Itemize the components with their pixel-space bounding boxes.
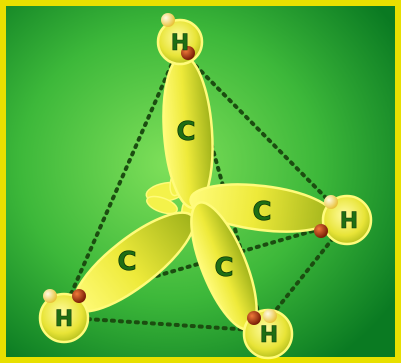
hydrogen-label-bottom: H [260, 323, 278, 348]
carbon-label-right: C [252, 197, 271, 227]
electron-dark-left [72, 289, 86, 303]
carbon-label-left: C [117, 247, 136, 277]
electron-light-bottom [263, 309, 277, 323]
electron-light-right [324, 195, 338, 209]
hydrogen-label-top: H [171, 31, 189, 56]
electron-light-left [43, 289, 57, 303]
carbon-label-bottom: C [214, 253, 233, 283]
hydrogen-label-right: H [340, 209, 358, 234]
electron-light-top [161, 13, 175, 27]
carbon-label-top: C [176, 117, 195, 147]
hydrogen-label-left: H [55, 307, 73, 332]
electron-dark-right [314, 224, 328, 238]
